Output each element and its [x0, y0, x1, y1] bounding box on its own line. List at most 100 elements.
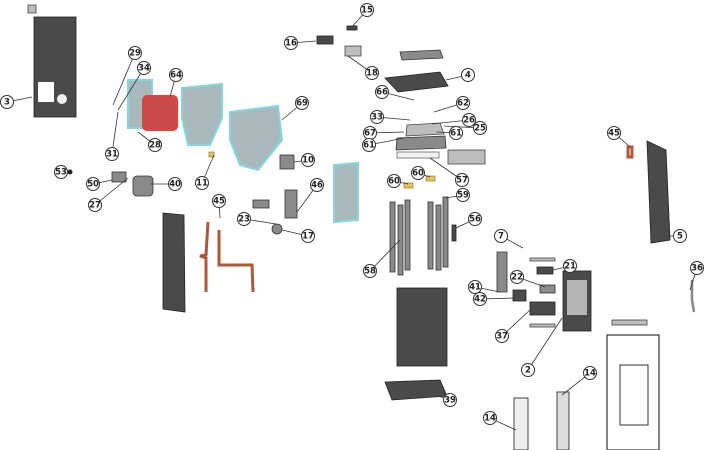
part-number-label: 53: [55, 168, 67, 178]
callout-part-31: 31: [105, 111, 119, 161]
callout-part-15: 15: [350, 3, 374, 29]
part-number-label: 34: [138, 64, 150, 74]
part-number-label: 10: [302, 156, 314, 166]
callout-part-22: 22: [510, 270, 546, 288]
callout-part-10: 10: [293, 153, 315, 167]
callout-part-60: 60: [411, 166, 431, 180]
part-number-label: 50: [87, 180, 99, 190]
back-panel-opening: [38, 82, 54, 102]
plate-part: [447, 149, 486, 165]
part-10: [279, 154, 295, 170]
callout-circle: [362, 138, 376, 152]
callout-part-7: 7: [494, 229, 524, 249]
part-36: [690, 280, 696, 313]
part-number-label: 36: [691, 264, 703, 274]
part-number-label: 60: [388, 177, 400, 187]
cyan-hopper-part: [181, 82, 223, 146]
part-number-label: 28: [149, 141, 161, 151]
part-number-label: 4: [465, 71, 471, 81]
part-15: [346, 25, 358, 31]
callout-part-42: 42: [473, 292, 516, 306]
callout-circle: [301, 153, 315, 167]
callout-part-26: 26: [431, 113, 476, 127]
callout-circle: [212, 194, 226, 208]
gasket-part-57: [396, 151, 440, 159]
part-21: [536, 266, 554, 275]
callout-part-69: 69: [281, 96, 309, 121]
callout-part-41: 41: [468, 280, 501, 294]
callout-circle: [521, 363, 535, 377]
callout-circle: [105, 147, 119, 161]
callout-part-33: 33: [370, 110, 411, 124]
callout-circle: [168, 177, 182, 191]
part-17: [271, 223, 283, 235]
callout-part-11: 11: [195, 154, 215, 190]
callout-circle: [510, 270, 524, 284]
frame-bracket-part: [611, 319, 648, 326]
callout-circle: [411, 166, 425, 180]
right-side-panel-part: [646, 140, 671, 244]
top-plate-part: [399, 49, 444, 61]
callout-part-40: 40: [150, 177, 182, 191]
callout-part-23: 23: [237, 212, 277, 226]
leader-line: [111, 111, 119, 155]
part-number-label: 11: [196, 179, 208, 189]
small-part-53: [67, 169, 73, 175]
callout-circle: [284, 36, 298, 50]
part-number-label: 5: [677, 232, 683, 242]
leader-line: [112, 52, 136, 106]
callout-circle: [473, 292, 487, 306]
callout-circle: [494, 229, 508, 243]
part-number-label: 40: [169, 180, 181, 190]
rods-part-58: [389, 196, 449, 276]
callout-part-36: 36: [689, 261, 704, 291]
callout-part-2: 2: [521, 317, 563, 377]
cyan-box-part: [229, 104, 284, 172]
callout-part-34: 34: [117, 61, 151, 111]
callout-circle: [468, 212, 482, 226]
callout-part-61: 61: [362, 137, 405, 152]
part-23-bracket: [252, 199, 270, 209]
part-number-label: 2: [525, 366, 531, 376]
callout-circle: [365, 66, 379, 80]
part-46: [284, 189, 298, 219]
left-side-panel-part: [162, 212, 186, 313]
stove-body-part: [396, 287, 448, 367]
callout-part-16: 16: [284, 36, 317, 50]
part-60: [425, 175, 436, 182]
callout-part-66: 66: [375, 85, 415, 101]
callout-circle: [375, 85, 389, 99]
part-number-label: 67: [364, 129, 376, 139]
part-number-label: 45: [608, 129, 620, 139]
part-number-label: 15: [361, 6, 373, 16]
part-number-label: 57: [456, 176, 468, 186]
part-number-label: 25: [474, 124, 486, 134]
callout-part-4: 4: [445, 68, 475, 82]
callout-circle: [363, 264, 377, 278]
control-unit-part: [496, 251, 508, 293]
callout-part-45: 45: [607, 126, 631, 148]
callout-part-61: 61: [435, 126, 463, 140]
part-56: [451, 224, 457, 242]
part-number-label: 27: [89, 201, 101, 211]
callout-part-28: 28: [137, 131, 162, 152]
callout-part-50: 50: [86, 177, 113, 191]
front-frame-window: [619, 364, 649, 426]
part-number-label: 18: [366, 69, 378, 79]
part-number-label: 60: [412, 169, 424, 179]
part-number-label: 58: [364, 267, 376, 277]
part-number-label: 61: [450, 129, 462, 139]
callout-circle: [583, 366, 597, 380]
burner-top-part: [405, 122, 445, 137]
door-glass: [567, 280, 587, 315]
callout-circle: [169, 68, 183, 82]
part-37: [529, 301, 556, 316]
callout-part-45: 45: [212, 194, 226, 219]
small-plate-part: [27, 4, 37, 14]
callout-part-5: 5: [668, 229, 687, 243]
callout-circle: [449, 126, 463, 140]
parts-drawing: [27, 4, 696, 450]
callout-part-25: 25: [443, 121, 487, 135]
